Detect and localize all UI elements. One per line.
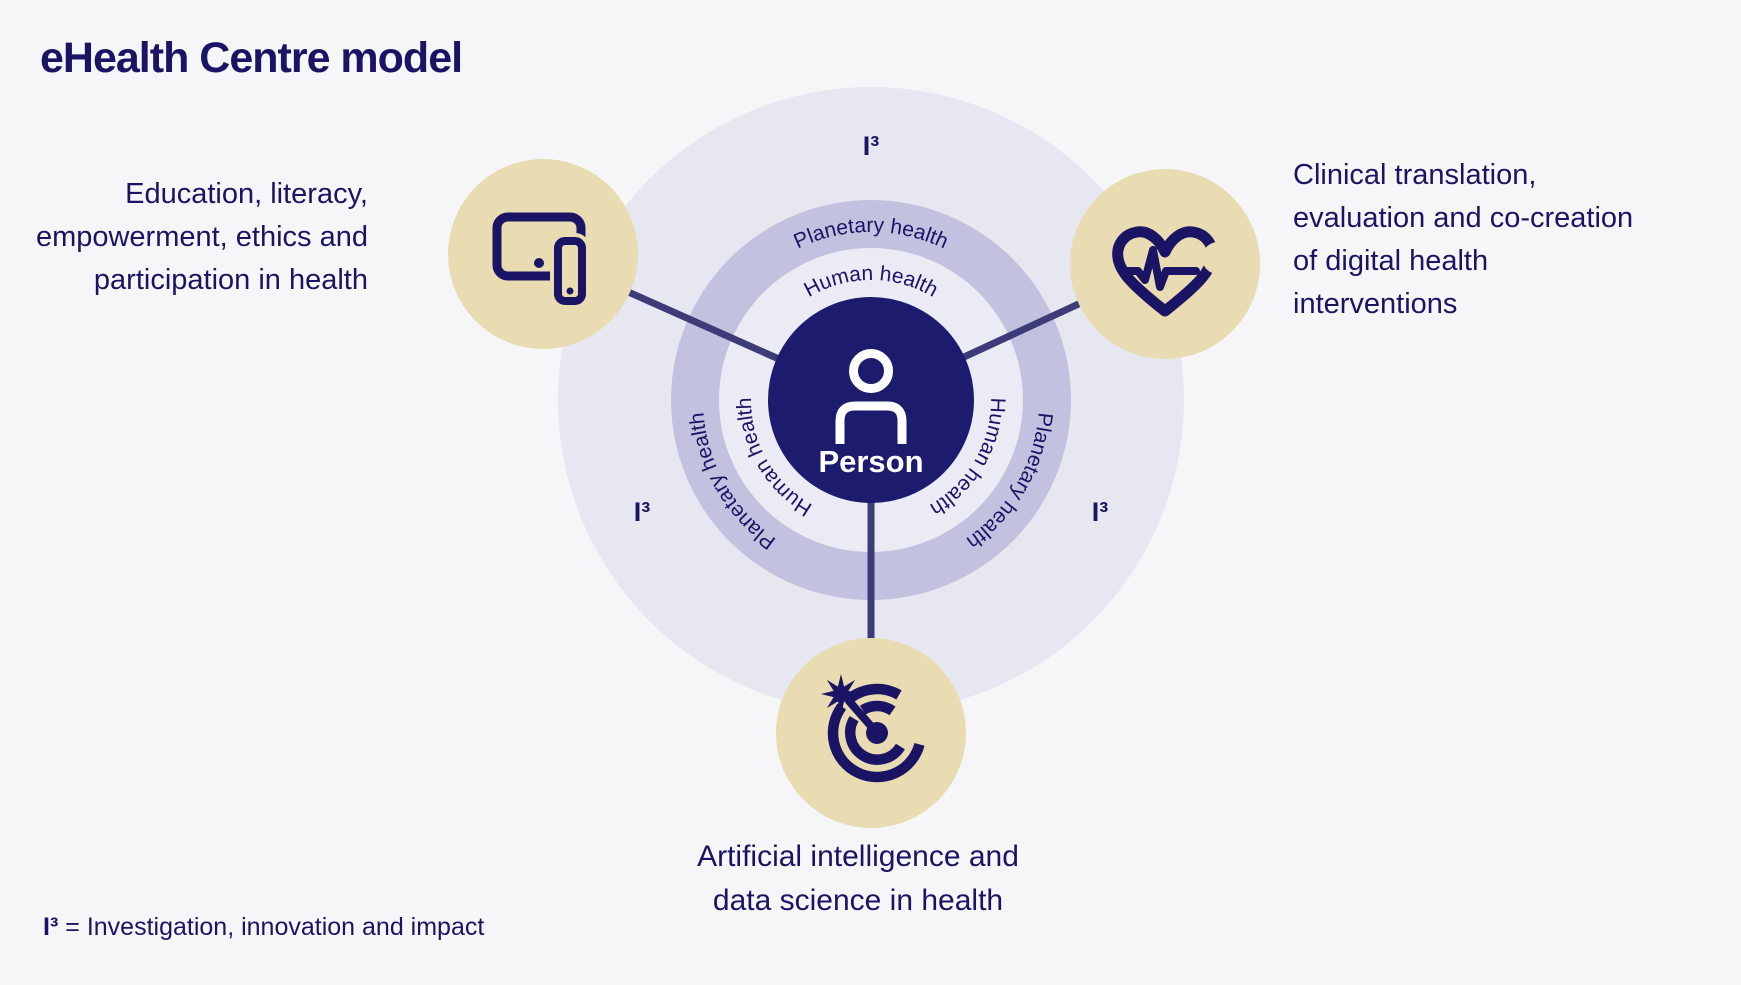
- person-body: [835, 401, 907, 444]
- heart-outline: [1112, 226, 1218, 317]
- pulse-line: [1118, 246, 1200, 291]
- phone-outline: [554, 237, 586, 305]
- heart-pulse-icon: [1112, 226, 1234, 317]
- satellite-circle-clinical: [1070, 169, 1260, 359]
- i3-footnote-text: = Investigation, innovation and impact: [65, 913, 485, 941]
- target-outer-arc-b: [827, 703, 925, 783]
- i3-footnote-symbol: I³: [43, 913, 59, 941]
- clinical-label-line: of digital health: [1293, 245, 1489, 277]
- ai-label-line: data science in health: [712, 884, 1004, 917]
- phone-dot: [566, 287, 574, 295]
- i3-marker-bottom-left: I³: [634, 497, 651, 527]
- i3-footnote: I³= Investigation, innovation and impact: [43, 913, 484, 942]
- clinical-label-line: evaluation and co-creation: [1293, 202, 1634, 234]
- education-label-line: participation in health: [93, 264, 368, 296]
- tablet-dot: [534, 258, 544, 268]
- clinical-label-line: Clinical translation,: [1293, 159, 1537, 191]
- satellite-circle-education: [448, 159, 638, 349]
- ai-label-line: Artificial intelligence and: [697, 840, 1019, 873]
- page-title: eHealth Centre model: [40, 34, 463, 82]
- person-circle: [768, 297, 974, 503]
- tablet-phone-icon: [492, 212, 590, 309]
- clinical-label: Clinical translation, evaluation and co-…: [1293, 154, 1723, 326]
- i3-marker-top: I³: [863, 131, 880, 161]
- education-label-line: empowerment, ethics and: [35, 221, 368, 253]
- heart-gap: [1202, 242, 1234, 274]
- person-icon: [835, 349, 907, 444]
- i3-marker-bottom-right: I³: [1092, 497, 1109, 527]
- satellite-clinical: [1070, 169, 1260, 359]
- ai-label: Artificial intelligence and data science…: [558, 835, 1158, 923]
- arrow-fletching: [821, 674, 861, 714]
- satellite-education: [448, 159, 638, 349]
- clinical-label-line: interventions: [1293, 288, 1458, 320]
- target-arrow-icon: [821, 674, 925, 783]
- satellite-ai: [776, 638, 966, 828]
- person-label: Person: [818, 444, 923, 479]
- target-middle-arc-a: [859, 700, 896, 716]
- person-head: [849, 349, 893, 393]
- target-middle-arc-b: [845, 716, 905, 765]
- education-label: Education, literacy, empowerment, ethics…: [0, 173, 368, 302]
- education-label-line: Education, literacy,: [125, 178, 368, 210]
